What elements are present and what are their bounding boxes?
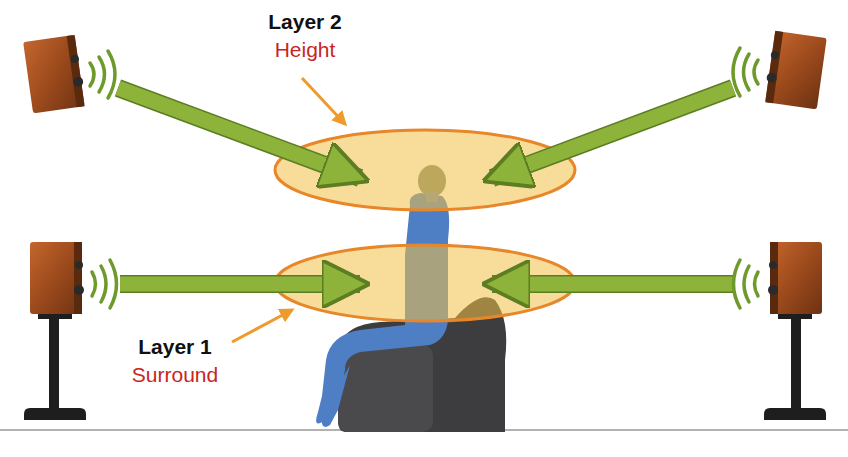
leader-arrow xyxy=(232,310,292,342)
layer-title: Layer 1 xyxy=(138,335,212,358)
surround-speaker-left xyxy=(24,242,86,420)
surround-speaker-right xyxy=(764,242,826,420)
layer-title: Layer 2 xyxy=(268,10,342,33)
layer-subtitle: Height xyxy=(275,38,336,61)
height-speaker-left xyxy=(23,35,86,114)
layer-subtitle: Surround xyxy=(132,363,218,386)
sound-arrows xyxy=(118,88,733,284)
height-speaker-right xyxy=(763,31,826,110)
sound-waves xyxy=(90,48,758,308)
leader-arrow xyxy=(302,78,345,124)
